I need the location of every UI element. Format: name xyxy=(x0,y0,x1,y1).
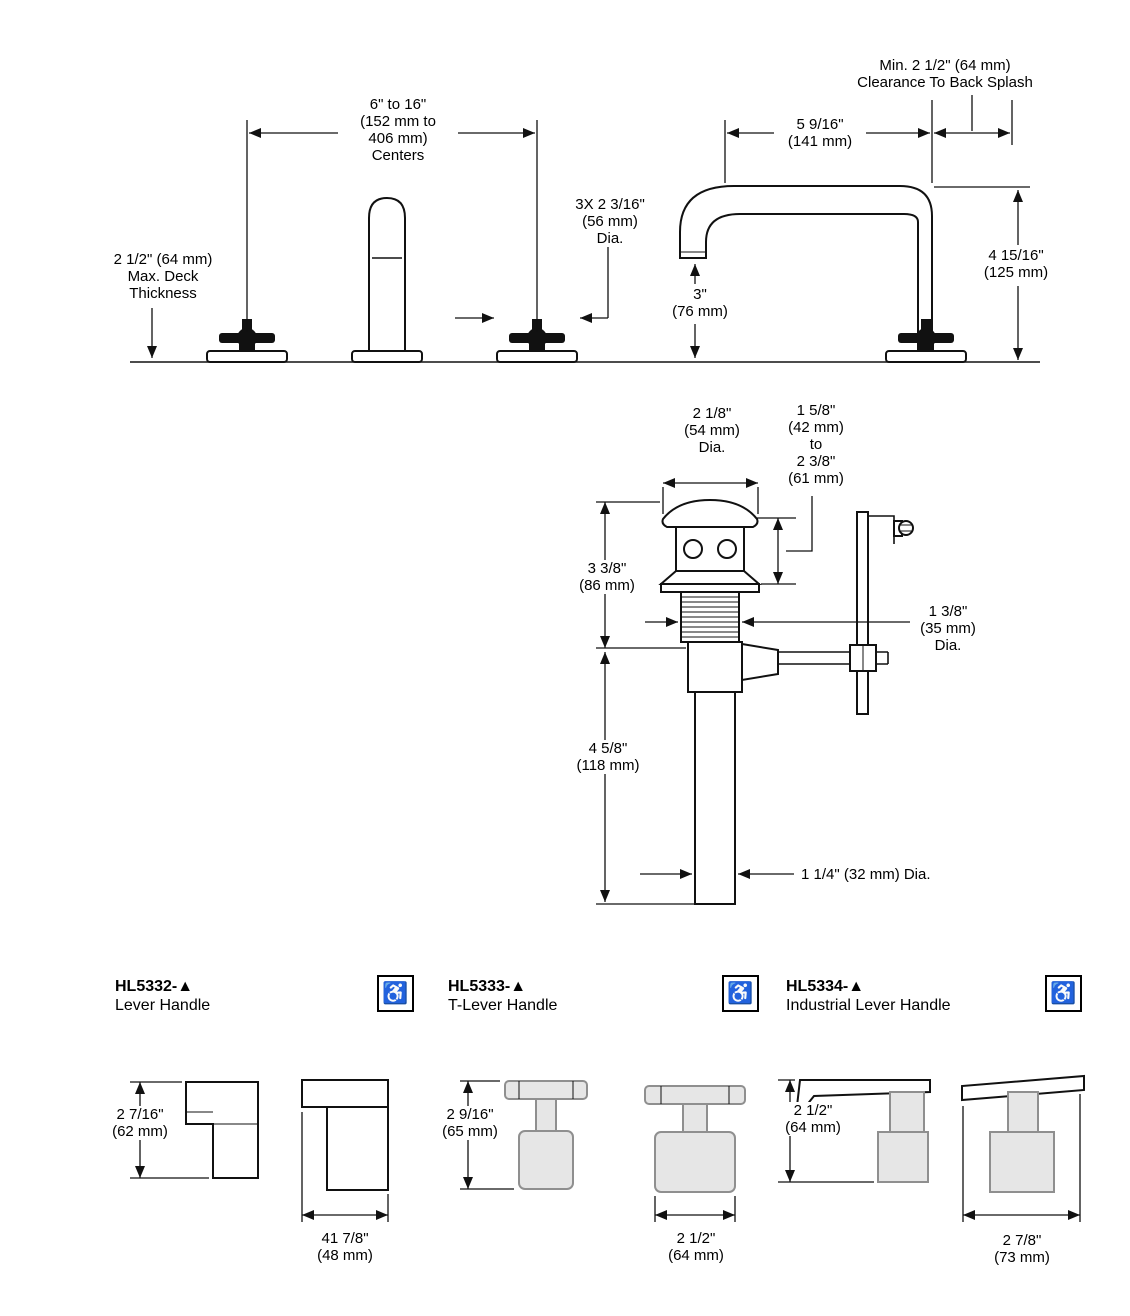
dim-centers xyxy=(246,120,538,332)
escutcheon-dia-dimension-label: 3X 2 3/16" (56 mm) Dia. xyxy=(572,196,648,247)
industrial-lever-side-view xyxy=(778,1079,931,1183)
upper-height-dimension-label: 3 3/8" (86 mm) xyxy=(576,560,638,594)
handle-type-name: T-Lever Handle xyxy=(448,997,558,1014)
handle-option-hl5333: HL5333-▲ T-Lever Handle xyxy=(448,977,557,1015)
dim-spout-reach xyxy=(724,120,930,183)
dim-escutcheon-dia xyxy=(455,246,609,323)
wheelchair-glyph: ♿ xyxy=(382,981,409,1005)
adjust-range-dimension-label: 1 5/8" (42 mm) to 2 3/8" (61 mm) xyxy=(785,402,847,487)
handle-model-number: HL5334-▲ xyxy=(786,978,865,995)
industrial-lever-front-view xyxy=(961,1074,1085,1222)
industrial-width-dimension-label: 2 7/8" (73 mm) xyxy=(991,1232,1053,1266)
dim-adjust-range xyxy=(757,496,813,585)
dim-clearance xyxy=(931,95,1013,183)
spout-front-view xyxy=(351,196,423,363)
t-lever-side-view xyxy=(460,1080,588,1190)
outlet-height-dimension-label: 3" (76 mm) xyxy=(669,286,731,320)
tailpiece-length-dimension-label: 4 5/8" (118 mm) xyxy=(573,740,643,774)
handle-type-name: Lever Handle xyxy=(115,997,211,1014)
second-handle-view xyxy=(496,319,578,363)
tailpiece-dia-dimension-label: 1 1/4" (32 mm) Dia. xyxy=(798,866,934,883)
flange-dia-dimension-label: 2 1/8" (54 mm) Dia. xyxy=(681,405,743,456)
lever-height-dimension-label: 2 7/16" (62 mm) xyxy=(109,1106,171,1140)
deck-thickness-dimension-label: 2 1/2" (64 mm) Max. Deck Thickness xyxy=(110,251,216,302)
spout-side-view xyxy=(679,185,967,363)
spout-height-dimension-label: 4 15/16" (125 mm) xyxy=(980,247,1052,281)
dim-tailpiece-length xyxy=(596,652,694,905)
accessibility-icon: ♿ xyxy=(1045,975,1082,1012)
spout-reach-dimension-label: 5 9/16" (141 mm) xyxy=(784,116,856,150)
t-lever-width-dimension-label: 2 1/2" (64 mm) xyxy=(665,1230,727,1264)
handle-model-number: HL5333-▲ xyxy=(448,978,527,995)
dim-spout-height xyxy=(934,186,1030,360)
centers-dimension-label: 6" to 16" (152 mm to 406 mm) Centers xyxy=(357,96,439,164)
handle-model-number: HL5332-▲ xyxy=(115,978,194,995)
t-lever-height-dimension-label: 2 9/16" (65 mm) xyxy=(439,1106,501,1140)
dim-flange-dia xyxy=(662,478,759,514)
accessibility-icon: ♿ xyxy=(722,975,759,1012)
thread-dia-dimension-label: 1 3/8" (35 mm) Dia. xyxy=(917,603,979,654)
handle-option-hl5332: HL5332-▲ Lever Handle xyxy=(115,977,210,1015)
drain-assembly-view xyxy=(658,498,914,905)
industrial-height-dimension-label: 2 1/2" (64 mm) xyxy=(782,1102,844,1136)
handle-type-name: Industrial Lever Handle xyxy=(786,997,951,1014)
wheelchair-glyph: ♿ xyxy=(727,981,754,1005)
left-handle-view xyxy=(206,319,288,363)
wheelchair-glyph: ♿ xyxy=(1050,981,1077,1005)
lever-width-dimension-label: 41 7/8" (48 mm) xyxy=(314,1230,376,1264)
handle-option-hl5334: HL5334-▲ Industrial Lever Handle xyxy=(786,977,951,1015)
accessibility-icon: ♿ xyxy=(377,975,414,1012)
t-lever-front-view xyxy=(644,1085,746,1222)
clearance-dimension-label: Min. 2 1/2" (64 mm) Clearance To Back Sp… xyxy=(854,57,1036,91)
lever-handle-front-view xyxy=(301,1079,389,1222)
